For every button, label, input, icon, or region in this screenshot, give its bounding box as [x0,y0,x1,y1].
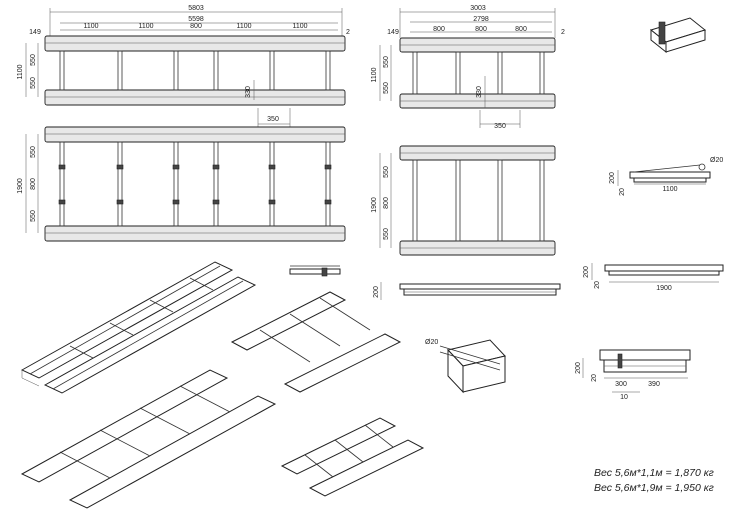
dim-r-bay-2: 800 [475,26,487,33]
dim-section-b: 390 [648,381,660,388]
dim-offset-right: 2 [346,29,350,36]
dim-pin2-base: 20 [594,281,601,289]
dim-r-bay-1: 800 [433,26,445,33]
right-top-view-large-frame: 1900 550 800 550 [371,145,556,256]
dim-section-a: 300 [615,381,627,388]
dim-bay-5: 1100 [292,23,307,30]
iso-frame-1 [20,261,257,394]
dim-large-height-part-1: 550 [30,146,37,158]
profile-detail [289,265,341,277]
top-view-small-frame: 5803 5598 1100 1100 800 1100 1100 149 2 … [17,5,350,128]
dim-end-length: 350 [267,116,279,123]
dim-large-height-total: 1900 [17,178,24,194]
detail-section: 200 20 300 390 10 [575,349,691,401]
dim-crossbar: 330 [245,86,252,98]
dim-pin2-span: 1900 [656,285,672,292]
weight-line-2: Вес 5,6м*1,9м = 1,950 кг [594,482,714,494]
dim-r-offset-right: 2 [561,29,565,36]
side-view-right: 200 [373,282,561,300]
iso-frame-2 [230,291,402,393]
dim-inner-width: 5598 [188,16,204,23]
top-view-large-frame: 1900 550 800 550 [17,126,346,242]
dim-r-large-height-part-3: 550 [383,228,390,240]
dim-height-part-1: 550 [30,54,37,66]
iso-detail-pin: Ø20 [425,339,506,394]
dim-pin1-diameter: Ø20 [710,157,723,164]
dim-r-inner-width: 2798 [473,16,489,23]
dim-r-large-height-total: 1900 [371,197,378,213]
dim-r-height-total: 1100 [371,67,378,82]
dim-bay-3: 800 [190,23,202,30]
detail-pin-span-1900: 200 20 1900 [583,263,724,292]
iso-detail-connector [649,17,707,54]
dim-r-bay-3: 800 [515,26,527,33]
detail-pin-span-1100: Ø20 200 20 1100 [609,157,723,196]
dim-offset-left: 149 [29,29,41,36]
right-top-view-small-frame: 3003 2798 800 800 800 149 2 1100 550 550… [371,5,565,130]
dim-r-large-height-part-1: 550 [383,166,390,178]
dim-overall-width: 5803 [188,5,204,12]
dim-r-height-part-2: 550 [383,82,390,94]
dim-r-crossbar: 330 [476,86,483,98]
dim-section-height: 200 [575,362,582,374]
dim-pin1-height: 200 [609,172,616,184]
iso-frame-4 [280,417,425,497]
dim-large-height-part-2: 800 [30,178,37,190]
dim-r-large-height-part-2: 800 [383,197,390,209]
dim-bay-2: 1100 [138,23,153,30]
dim-height-part-2: 550 [30,77,37,89]
dim-iso-diameter: Ø20 [425,339,438,346]
dim-r-offset-left: 149 [387,29,399,36]
dim-bay-4: 1100 [236,23,251,30]
weights-note: Вес 5,6м*1,1м = 1,870 кг Вес 5,6м*1,9м =… [594,466,744,496]
dim-side-height: 200 [373,286,380,298]
dim-height-total: 1100 [17,64,24,79]
dim-bay-1: 1100 [83,23,98,30]
dim-pin2-height: 200 [583,266,590,278]
dim-r-height-part-1: 550 [383,56,390,68]
dim-pin1-span: 1100 [662,186,677,193]
dim-section-base: 20 [591,374,598,382]
dim-section-small: 10 [620,394,628,401]
dim-r-overall-width: 3003 [470,5,486,12]
weight-line-1: Вес 5,6м*1,1м = 1,870 кг [594,467,714,479]
iso-frame-3 [20,369,277,509]
dim-r-end-length: 350 [494,123,506,130]
dim-large-height-part-3: 550 [30,210,37,222]
dim-pin1-base: 20 [619,188,626,196]
